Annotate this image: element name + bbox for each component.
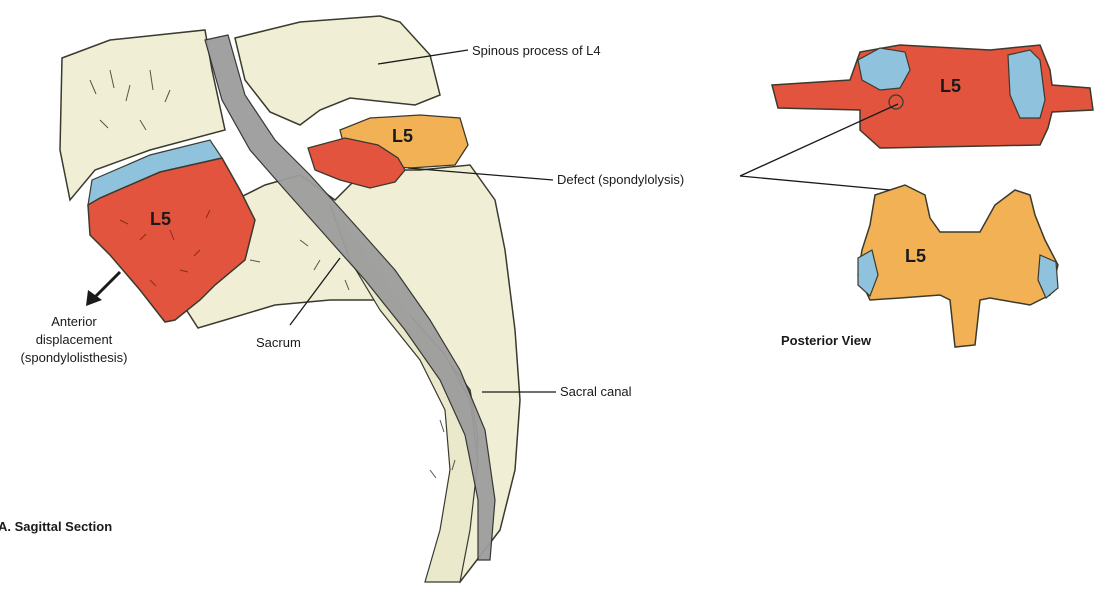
posterior-caption: Posterior View: [781, 333, 872, 348]
anterior-label-line3: (spondylolisthesis): [21, 350, 128, 365]
defect-leader-posterior: [740, 176, 890, 190]
l5-superior-view: L5: [772, 45, 1093, 148]
l4-spinous-process: [235, 16, 440, 125]
defect-label: Defect (spondylolysis): [557, 172, 684, 187]
l5-posterior-view: L5: [858, 185, 1058, 347]
sagittal-section: L5 L5: [60, 16, 520, 582]
sacral-canal-label: Sacral canal: [560, 384, 632, 399]
sacrum-label: Sacrum: [256, 335, 301, 350]
sagittal-caption: A. Sagittal Section: [0, 519, 112, 534]
anterior-displacement-arrow: [94, 272, 120, 298]
l5-superior-label: L5: [940, 76, 961, 96]
l5-posterior-label: L5: [905, 246, 926, 266]
l5-posterior-arch: [858, 185, 1058, 347]
l5-arch-label: L5: [392, 126, 413, 146]
anterior-label-line1: Anterior: [51, 314, 97, 329]
l5-body-label: L5: [150, 209, 171, 229]
spinous-process-label: Spinous process of L4: [472, 43, 601, 58]
anterior-label-line2: displacement: [36, 332, 113, 347]
